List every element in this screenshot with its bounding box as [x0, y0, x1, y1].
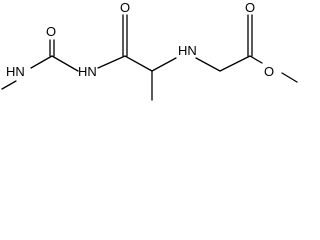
bond-ether-oxygen-methyl	[281, 72, 298, 83]
bond-nh-ch2	[195, 57, 221, 72]
atom-o-ester-ether: O	[264, 64, 274, 79]
atom-o-amide: O	[120, 0, 130, 15]
atom-o-urea: O	[46, 24, 56, 39]
bond-ch2-ester-carbon	[219, 55, 251, 72]
bond-alpha-carbon-nh	[151, 57, 177, 72]
atom-nh-imide: HN	[78, 64, 97, 79]
bond-nh-amide-carbon	[97, 55, 126, 69]
atom-nh-amine: HN	[178, 43, 197, 58]
bond-urea-carbon-nh	[51, 55, 79, 72]
atom-o-ester-carbonyl: O	[245, 0, 255, 15]
bond-nh-urea-carbon	[30, 55, 53, 69]
bond-methyl-nh	[1, 80, 17, 90]
structure-diagram: HN O HN O HN O O	[1, 0, 298, 101]
atom-nh-methylamine: HN	[6, 64, 25, 79]
bond-ester-carbon-ether-oxygen	[249, 55, 263, 64]
bond-amide-carbon-alpha-carbon	[124, 55, 153, 72]
